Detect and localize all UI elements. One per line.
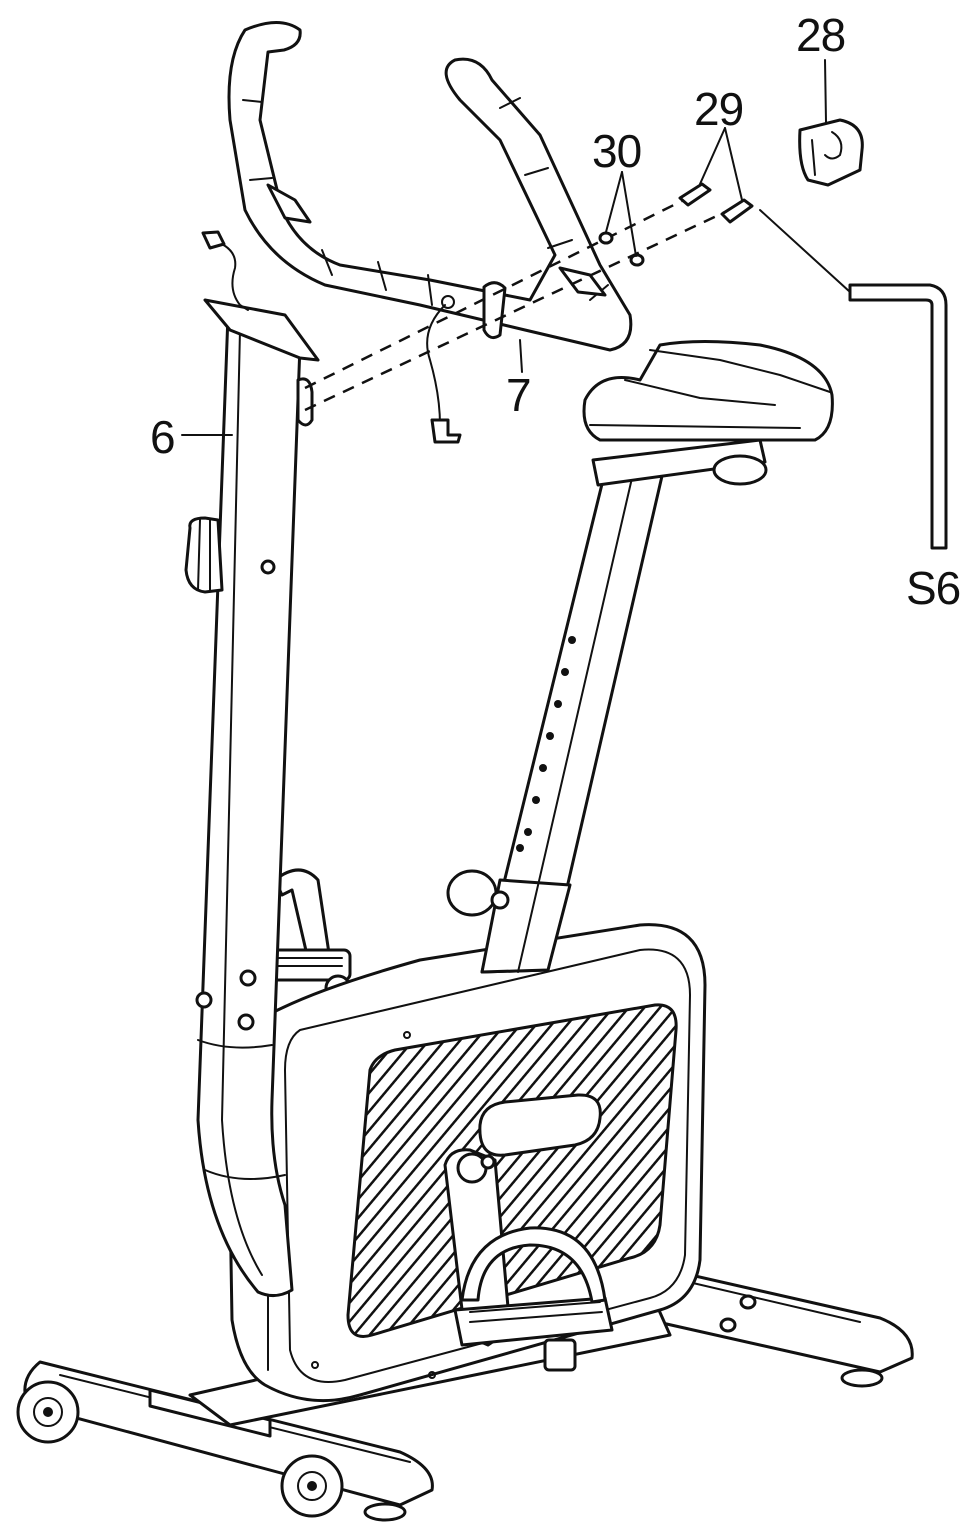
- label-part-7: 7: [506, 369, 532, 421]
- label-part-28: 28: [796, 9, 846, 61]
- transport-wheel-left: [16, 1380, 80, 1444]
- transport-wheel-right: [280, 1454, 344, 1518]
- computer-cable: [201, 230, 249, 311]
- seat: [582, 340, 834, 442]
- seat-slider: [591, 438, 768, 487]
- allen-key-tool: [759, 209, 948, 550]
- tension-knob: [184, 516, 224, 594]
- handlebar: [227, 21, 633, 352]
- washers: [598, 231, 645, 267]
- front-pedal: [453, 1226, 614, 1372]
- main-upright-post: [195, 298, 320, 1297]
- leader-lines: [181, 59, 827, 436]
- label-part-30: 30: [592, 125, 642, 177]
- rear-stabilizer: [638, 1266, 914, 1388]
- label-tool-s6: S6: [906, 562, 961, 614]
- end-cap-part: [798, 118, 864, 187]
- assembly-guide-lines: [304, 190, 726, 412]
- label-part-6: 6: [150, 411, 176, 463]
- rear-pedal: [268, 868, 352, 1002]
- handlebar-cable: [426, 304, 462, 444]
- label-part-29: 29: [694, 83, 744, 135]
- bolts: [678, 182, 754, 224]
- seat-knob: [446, 869, 510, 917]
